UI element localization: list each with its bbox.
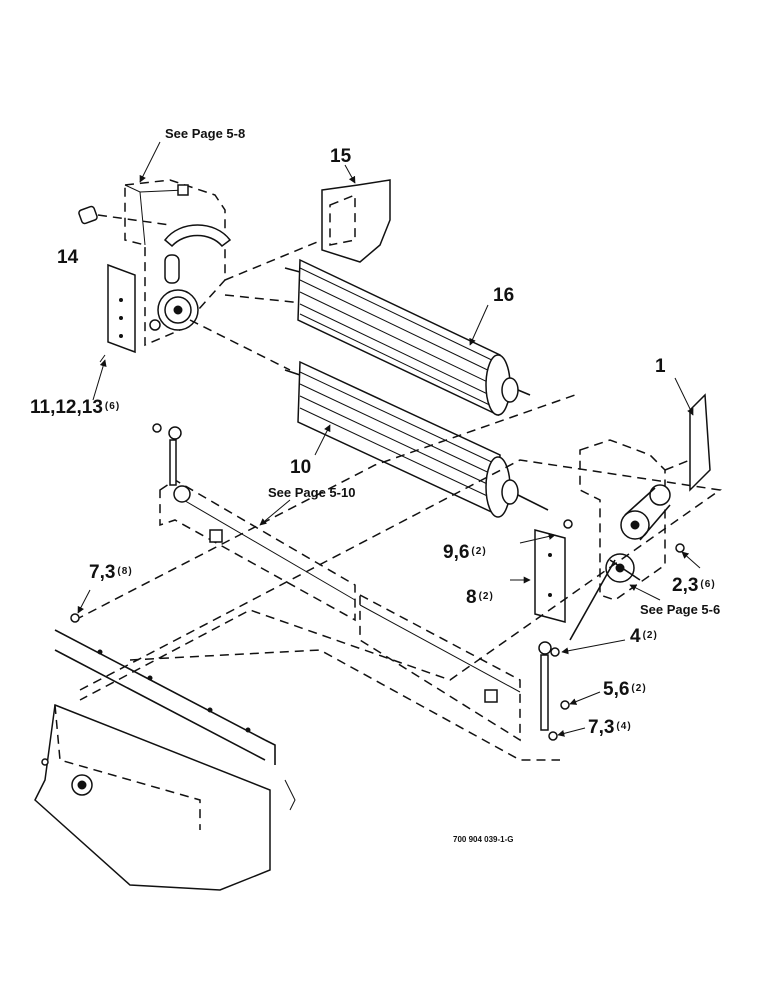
callout-14: 14 xyxy=(57,247,79,268)
callout-9-qty: (2) xyxy=(471,546,487,557)
callout-4-qty: (2) xyxy=(642,630,658,641)
part-2-leader-arrow xyxy=(681,551,701,569)
callout-7a-qty: (8) xyxy=(117,566,133,577)
callout-7a-label: 7,3 xyxy=(89,562,116,583)
part-8-plate xyxy=(534,529,566,623)
callout-2-3: 2,3(6) xyxy=(672,576,716,595)
part-5-leader-arrow xyxy=(569,691,601,705)
callout-2-qty: (6) xyxy=(700,579,716,590)
callout-11-12-13: 11,12,13(6) xyxy=(30,398,120,417)
reference-see-page-5-6: See Page 5-6 xyxy=(640,602,721,617)
callout-8-qty: (2) xyxy=(478,591,494,602)
callout-4-label: 4 xyxy=(630,626,641,647)
crossbeam xyxy=(159,479,521,742)
reference-see-page-5-10: See Page 5-10 xyxy=(268,485,356,500)
part-14-pin xyxy=(78,205,171,226)
callout-7b-qty: (4) xyxy=(616,721,632,732)
callout-4: 4(2) xyxy=(630,627,658,646)
callout-8-label: 8 xyxy=(466,587,477,608)
callout-5-label: 5,6 xyxy=(603,679,630,700)
callout-7b-label: 7,3 xyxy=(588,717,615,738)
callout-9-label: 9,6 xyxy=(443,542,470,563)
part-15-shield xyxy=(321,179,391,263)
part-4-leader-arrow xyxy=(561,639,626,655)
part-9-leader-arrow xyxy=(519,532,556,544)
left-link-arm xyxy=(152,423,191,503)
see-5-10-leader-arrow xyxy=(259,499,291,526)
drawing-code: 700 904 039-1-G xyxy=(453,835,514,844)
hidden-line xyxy=(224,239,323,281)
part-7a-leader-arrow xyxy=(77,589,91,614)
part-7b-leader-arrow xyxy=(557,727,586,737)
part-10-leader-arrow xyxy=(314,424,331,456)
part-1-guard xyxy=(664,393,711,492)
callout-5-qty: (2) xyxy=(631,683,647,694)
callout-16: 16 xyxy=(493,285,515,306)
part-9-bolt xyxy=(563,519,573,529)
part-11-leader-arrow xyxy=(92,359,107,401)
right-link-arm xyxy=(538,641,570,741)
callout-5-6: 5,6(2) xyxy=(603,680,647,699)
see-5-6-leader-arrow xyxy=(629,584,661,601)
part-16-upper-roller xyxy=(284,258,531,417)
callout-9-6: 9,6(2) xyxy=(443,543,487,562)
right-drive-housing xyxy=(569,439,671,641)
hidden-line xyxy=(129,649,560,761)
callout-15: 15 xyxy=(330,146,352,167)
callout-8: 8(2) xyxy=(466,588,494,607)
callout-11-qty: (6) xyxy=(104,401,121,412)
hidden-line xyxy=(79,459,722,701)
hidden-line xyxy=(74,394,576,621)
part-15-leader-arrow xyxy=(344,164,356,184)
reference-see-page-5-8: See Page 5-8 xyxy=(165,126,246,141)
callout-11-label: 11,12,13 xyxy=(30,397,103,418)
lower-hopper xyxy=(34,703,296,891)
part-10-lower-roller xyxy=(284,360,549,518)
callout-1: 1 xyxy=(655,356,666,377)
part-16-leader-arrow xyxy=(469,304,489,346)
callout-7-3-upper: 7,3(8) xyxy=(89,563,133,582)
housing-leader-arrow xyxy=(139,141,161,183)
part-2-bolt xyxy=(675,543,685,553)
hidden-line xyxy=(189,319,291,371)
callout-2-label: 2,3 xyxy=(672,575,699,596)
callout-7-3-lower: 7,3(4) xyxy=(588,718,632,737)
left-drive-housing xyxy=(124,179,232,347)
part-1-leader-arrow xyxy=(674,377,694,416)
callout-10: 10 xyxy=(290,457,312,478)
lower-platform xyxy=(54,613,276,765)
part-11-side-plate xyxy=(99,263,136,363)
